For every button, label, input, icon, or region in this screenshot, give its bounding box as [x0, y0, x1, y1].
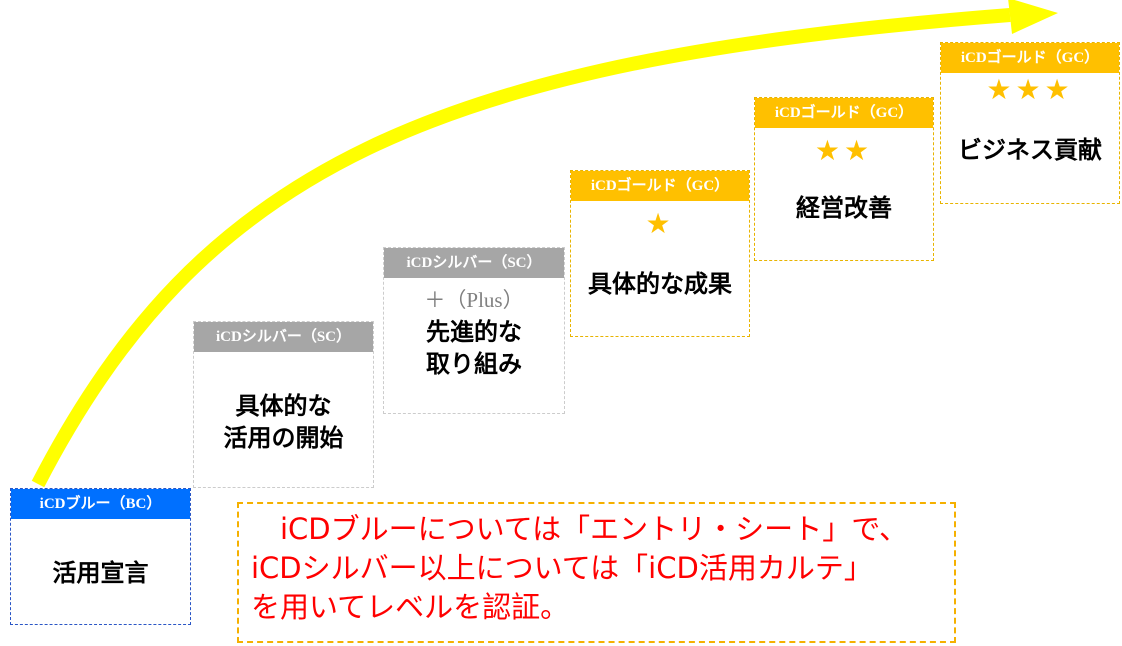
- level-label-gold-2: 経営改善: [755, 192, 933, 224]
- level-label-line: 具体的な: [235, 392, 332, 420]
- level-header-gold-2: iCDゴールド（GC）: [755, 98, 933, 128]
- star-icon: ★★★: [986, 73, 1074, 106]
- level-box-silver-plus: iCDシルバー（SC） ＋（Plus） 先進的な 取り組み: [383, 247, 565, 414]
- level-label-blue: 活用宣言: [11, 557, 190, 589]
- level-header-gold-1: iCDゴールド（GC）: [571, 171, 749, 201]
- level-box-gold-2: iCDゴールド（GC） ★★ 経営改善: [754, 97, 934, 261]
- level-header-gold-3: iCDゴールド（GC）: [941, 43, 1119, 73]
- level-label-gold-1: 具体的な成果: [571, 268, 749, 300]
- certification-note: iCDブルーについては「エントリ・シート」で、 iCDシルバー以上については「i…: [237, 502, 956, 643]
- level-label-line: 先進的な: [426, 318, 522, 346]
- level-label-silver: 具体的な 活用の開始: [194, 390, 373, 454]
- star-icon: ★★: [814, 134, 874, 167]
- note-line: iCDシルバー以上については「iCD活用カルテ」: [251, 551, 873, 585]
- level-label-silver-plus: 先進的な 取り組み: [384, 316, 564, 380]
- level-label-line: 具体的な成果: [588, 270, 732, 298]
- note-line: を用いてレベルを認証。: [251, 590, 570, 624]
- level-box-gold-1: iCDゴールド（GC） ★ 具体的な成果: [570, 170, 750, 337]
- level-label-line: 経営改善: [796, 194, 892, 222]
- level-header-silver-plus: iCDシルバー（SC）: [384, 248, 564, 278]
- level-header-silver: iCDシルバー（SC）: [194, 322, 373, 352]
- level-header-blue: iCDブルー（BC）: [11, 489, 190, 519]
- level-box-blue: iCDブルー（BC） 活用宣言: [10, 488, 191, 625]
- growth-arrow-head: [1008, 0, 1058, 34]
- level-label-line: 活用の開始: [223, 424, 344, 452]
- star-icon: ★: [645, 207, 675, 240]
- level-label-line: 活用宣言: [52, 559, 149, 587]
- level-label-line: ビジネス貢献: [958, 136, 1102, 164]
- growth-arrow-body: [31, 8, 1011, 488]
- level-label-gold-3: ビジネス貢献: [941, 134, 1119, 166]
- level-box-gold-3: iCDゴールド（GC） ★★★ ビジネス貢献: [940, 42, 1120, 204]
- level-label-line: 取り組み: [426, 350, 522, 378]
- level-box-silver: iCDシルバー（SC） 具体的な 活用の開始: [193, 321, 374, 488]
- plus-label: ＋（Plus）: [424, 288, 524, 312]
- note-line: iCDブルーについては「エントリ・シート」で、: [251, 512, 909, 546]
